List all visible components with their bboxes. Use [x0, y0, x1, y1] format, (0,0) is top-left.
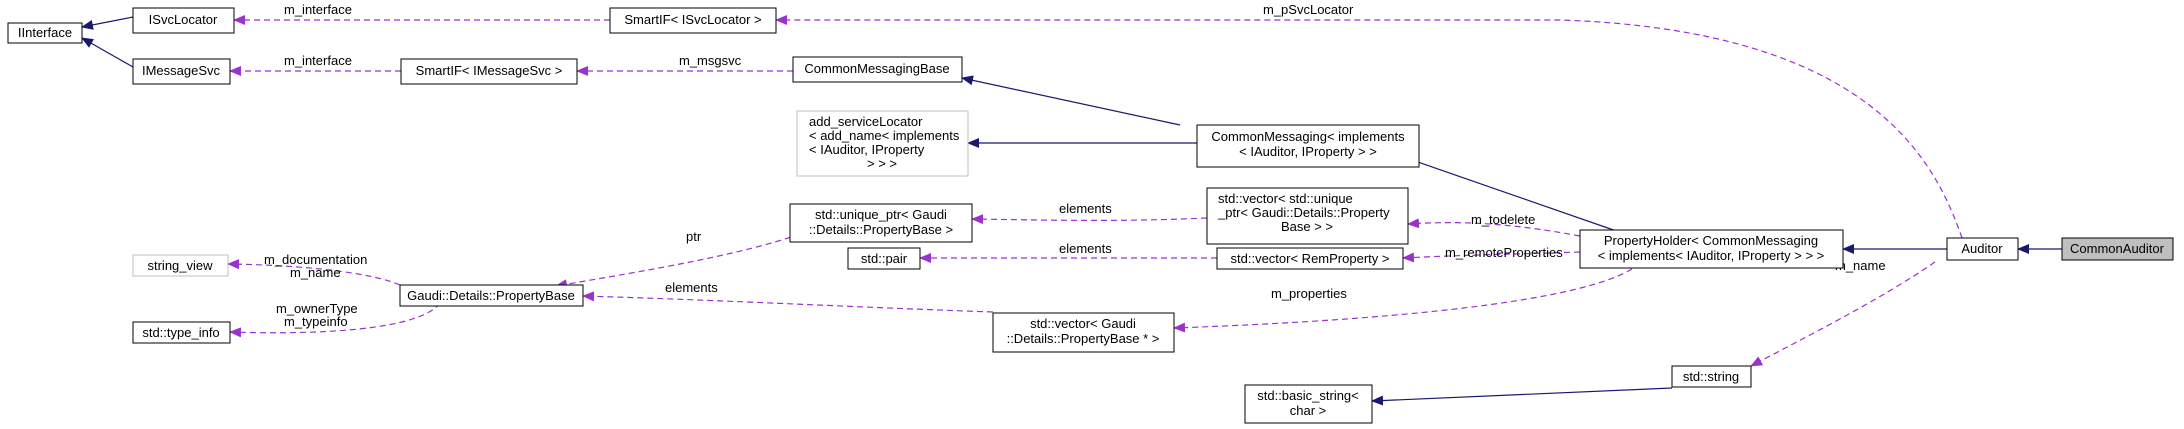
node-label-line: std::basic_string< [1257, 388, 1359, 403]
node-iinterface[interactable]: IInterface [7, 22, 83, 44]
label-m-todelete: m_todelete [1471, 212, 1535, 227]
node-smartif-messagesvc[interactable]: SmartIF< IMessageSvc > [400, 58, 578, 85]
node-label-line: add_serviceLocator [809, 114, 923, 129]
label-m-properties: m_properties [1271, 286, 1347, 301]
node-std-string[interactable]: std::string [1671, 365, 1752, 388]
node-label-line: std::vector< Gaudi [1030, 316, 1136, 331]
node-label: string_view [147, 258, 213, 273]
node-imessagesvc[interactable]: IMessageSvc [132, 58, 231, 85]
edge-auditor-psvclocator [775, 15, 1963, 239]
node-label-line: < add_name< implements [809, 128, 960, 143]
node-commonmessagingbase[interactable]: CommonMessagingBase [792, 56, 963, 83]
edge-propertyholder-properties [1173, 262, 1641, 333]
node-label-line: std::vector< std::unique [1218, 191, 1353, 206]
inheritance-edges [81, 16, 2062, 406]
node-label: Gaudi::Details::PropertyBase [407, 288, 575, 303]
node-label-line: < IAuditor, IProperty > > [1239, 144, 1377, 159]
label-m-documentation: m_documentation [264, 252, 367, 267]
node-commonauditor[interactable]: CommonAuditor [2061, 237, 2174, 261]
node-label-line: char > [1290, 403, 1327, 418]
node-label: std::pair [861, 251, 908, 266]
node-commonmessaging[interactable]: CommonMessaging< implements < IAuditor, … [1196, 124, 1420, 168]
node-label-line: > > > [867, 156, 897, 171]
node-vector-remproperty[interactable]: std::vector< RemProperty > [1216, 247, 1404, 270]
node-label: CommonAuditor [2070, 241, 2165, 256]
label-elements-3: elements [665, 280, 718, 295]
node-propertybase[interactable]: Gaudi::Details::PropertyBase [399, 284, 584, 307]
node-label: SmartIF< ISvcLocator > [624, 12, 761, 27]
node-label-line: ::Details::PropertyBase * > [1007, 331, 1160, 346]
node-vector-propertybase-ptr[interactable]: std::vector< Gaudi ::Details::PropertyBa… [992, 312, 1175, 353]
edge-isvclocator-iinterface [81, 16, 134, 30]
node-label: CommonMessagingBase [804, 61, 949, 76]
usage-edges [227, 15, 1963, 367]
node-label-line: ::Details::PropertyBase > [809, 222, 953, 237]
node-add-servicelocator[interactable]: add_serviceLocator < add_name< implement… [796, 110, 969, 177]
node-label-line: < IAuditor, IProperty [809, 142, 925, 157]
label-m-name-auditor: m_name [1835, 258, 1886, 273]
node-basic-string[interactable]: std::basic_string< char > [1244, 384, 1373, 424]
node-label-line: _ptr< Gaudi::Details::Property [1217, 205, 1390, 220]
label-m-typeinfo: m_typeinfo [284, 314, 348, 329]
node-label-line: < implements< IAuditor, IProperty > > > [1598, 248, 1825, 263]
node-type-info[interactable]: std::type_info [132, 321, 231, 344]
edge-propertyholder-todelete [1407, 218, 1581, 237]
edge-propertyholder-remoteproperties [1402, 251, 1581, 263]
node-label-line: PropertyHolder< CommonMessaging [1604, 233, 1818, 248]
label-m-interface-1: m_interface [284, 2, 352, 17]
label-m-remoteproperties: m_remoteProperties [1445, 245, 1563, 260]
node-label-line: CommonMessaging< implements [1211, 129, 1405, 144]
edge-commonmessaging-commonmessagingbase [961, 75, 1181, 126]
node-vector-unique-ptr[interactable]: std::vector< std::unique _ptr< Gaudi::De… [1206, 187, 1409, 245]
edge-propertyholder-commonmessaging [1391, 151, 1626, 235]
node-label: std::type_info [142, 325, 219, 340]
label-elements-1: elements [1059, 201, 1112, 216]
node-label: std::vector< RemProperty > [1231, 251, 1390, 266]
label-m-msgsvc: m_msgsvc [679, 53, 742, 68]
edge-labels: m_interface m_interface m_pSvcLocator m_… [264, 2, 1886, 329]
edge-propertybase-typeinfo [229, 302, 441, 338]
node-string-view[interactable]: string_view [132, 254, 229, 277]
node-label: IMessageSvc [142, 63, 221, 78]
label-m-psvclocator: m_pSvcLocator [1263, 2, 1354, 17]
node-propertyholder[interactable]: PropertyHolder< CommonMessaging < implem… [1579, 229, 1844, 269]
edge-imessagesvc-iinterface [81, 37, 134, 68]
node-label-line: std::unique_ptr< Gaudi [815, 207, 947, 222]
node-label: IInterface [18, 25, 72, 40]
edge-vector-uniqueptr-elements [971, 214, 1208, 225]
node-auditor[interactable]: Auditor [1946, 237, 2019, 261]
label-m-interface-2: m_interface [284, 53, 352, 68]
label-m-ownertype: m_ownerType [276, 301, 358, 316]
label-ptr: ptr [686, 229, 702, 244]
node-label: SmartIF< IMessageSvc > [416, 63, 563, 78]
node-label-line: Base > > [1281, 219, 1333, 234]
node-std-pair[interactable]: std::pair [847, 247, 921, 270]
node-smartif-svclocator[interactable]: SmartIF< ISvcLocator > [609, 7, 777, 34]
edge-stdstring-basicstring [1371, 387, 1673, 406]
node-unique-ptr[interactable]: std::unique_ptr< Gaudi ::Details::Proper… [789, 203, 973, 243]
label-m-name-propertybase: m_name [290, 265, 341, 280]
node-label: std::string [1683, 369, 1739, 384]
edge-vector-ptr-elements [582, 291, 994, 313]
label-elements-2: elements [1059, 241, 1112, 256]
node-label: ISvcLocator [149, 12, 218, 27]
edge-propertybase-documentation [227, 259, 401, 286]
node-label: Auditor [1961, 241, 2003, 256]
edge-uniqueptr-ptr [555, 233, 801, 290]
edge-auditor-name [1750, 261, 1936, 367]
node-isvclocator[interactable]: ISvcLocator [132, 7, 235, 34]
